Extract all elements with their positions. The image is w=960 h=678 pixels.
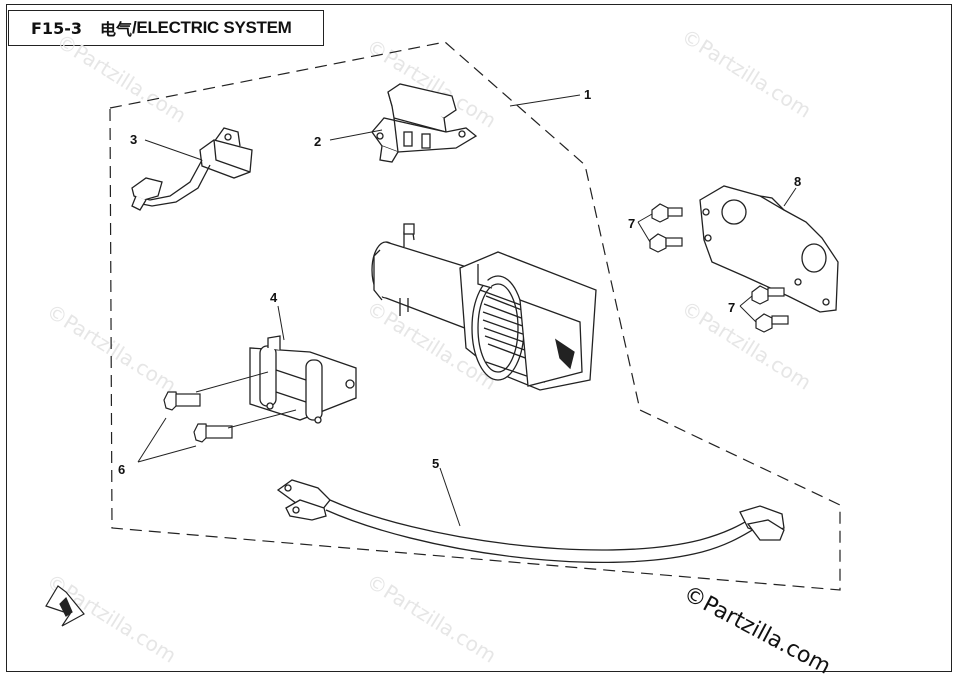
- winch-part: [371, 223, 597, 391]
- callout-4: 4: [270, 290, 278, 305]
- assembly-boundary: [109, 41, 841, 591]
- callout-6: 6: [118, 462, 125, 477]
- watermark-text: ©Partzilla.com: [52, 29, 190, 128]
- direction-arrow-icon: [45, 585, 85, 627]
- callout-1: 1: [584, 87, 591, 102]
- callout-7b: 7: [728, 300, 735, 315]
- title-chinese: 电气: [99, 20, 132, 39]
- watermark-text: ©Partzilla.com: [677, 24, 815, 123]
- leader-lines: [137, 94, 797, 527]
- watermark-text: ©Partzilla.com: [362, 569, 500, 668]
- watermark-text: ©Partzilla.com: [42, 569, 180, 668]
- callout-2: 2: [314, 134, 321, 149]
- callout-8: 8: [794, 174, 801, 189]
- mounting-plate-part: [699, 185, 839, 313]
- battery-cable-part: [276, 479, 785, 563]
- callout-3: 3: [130, 132, 137, 147]
- main-watermark: ©Partzilla.com: [679, 581, 834, 678]
- watermark-text: ©Partzilla.com: [677, 296, 815, 395]
- callout-7a: 7: [628, 216, 635, 231]
- title-box: F15-3 电气 /ELECTRIC SYSTEM: [8, 10, 324, 46]
- relay-part: [371, 83, 478, 163]
- callout-labels: 1 2 3 4 5 6 7 7 8: [118, 87, 801, 477]
- switch-part: [131, 127, 253, 211]
- roller-fairlead-part: [249, 335, 357, 424]
- title-english: /ELECTRIC SYSTEM: [131, 18, 292, 37]
- callout-5: 5: [432, 456, 439, 471]
- bolt-part: [649, 203, 789, 333]
- fastener-part: [163, 391, 233, 443]
- figure-code: F15-3: [31, 18, 82, 38]
